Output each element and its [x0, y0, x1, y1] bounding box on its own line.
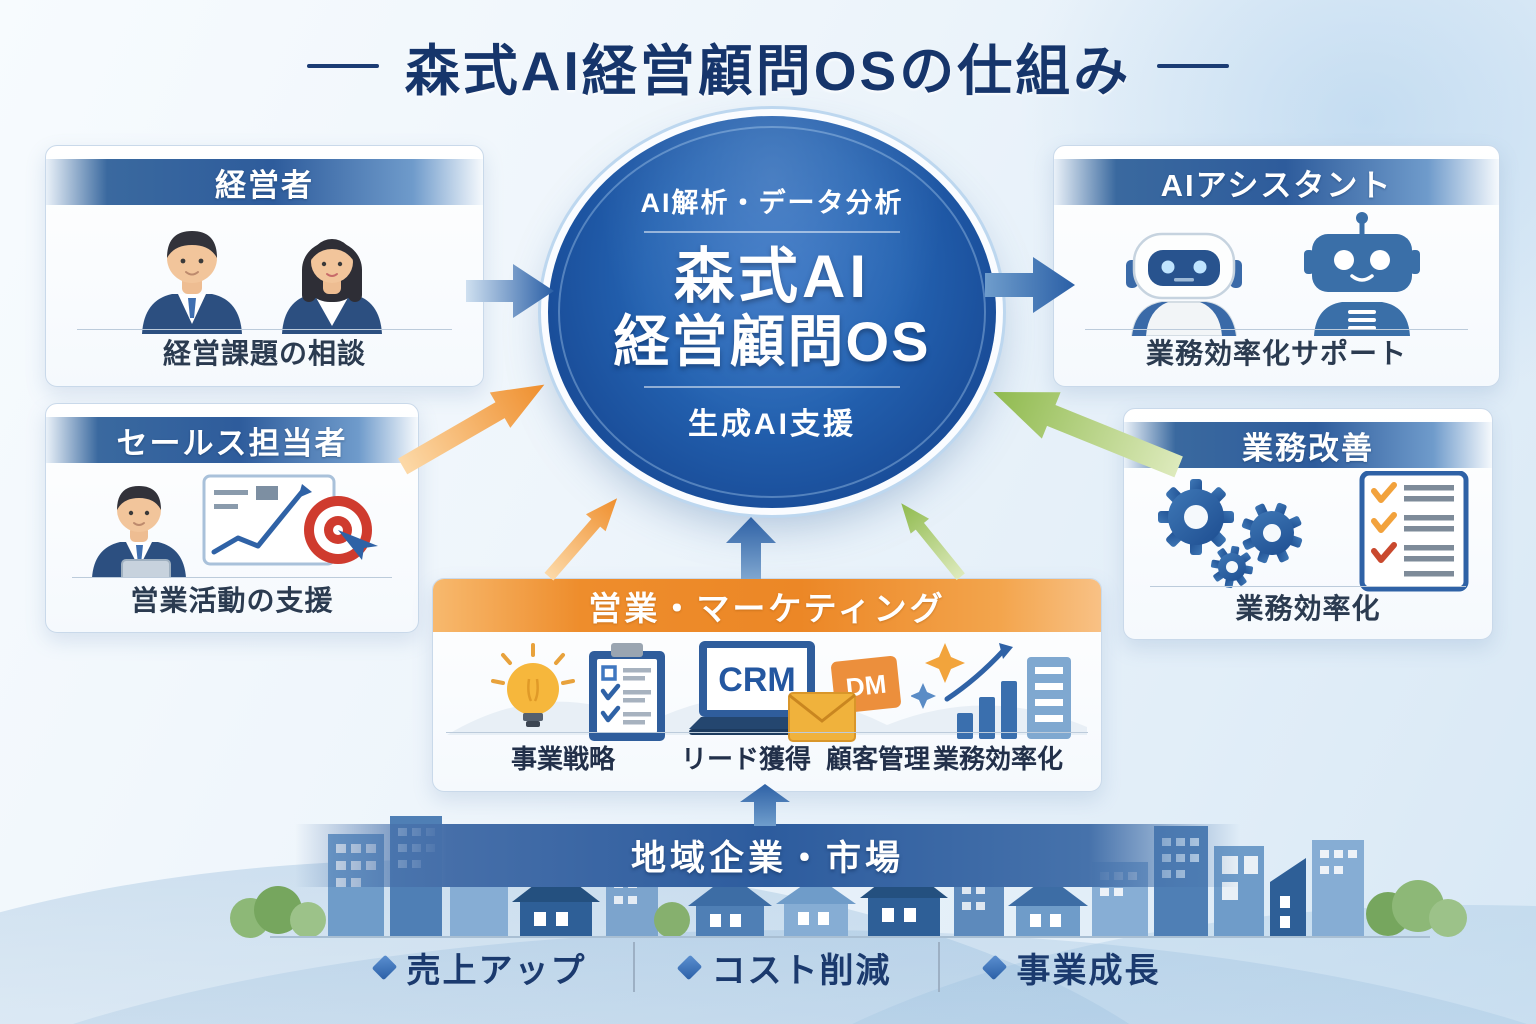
- slanted-building-icon: [1270, 858, 1306, 937]
- arrow-marketing-to-os-left: [544, 498, 618, 581]
- sales-card-caption: 営業活動の支援: [130, 585, 334, 616]
- benefit-sales-up: 売上アップ: [371, 943, 587, 992]
- house-icon: [776, 876, 856, 937]
- assistant-card-divider: [1085, 329, 1468, 330]
- sales-card-header: セールス担当者: [46, 417, 418, 463]
- marketing-label-efficiency: 業務効率化: [932, 744, 1064, 774]
- marketing-card-header: 営業・マーケティング: [433, 579, 1101, 632]
- title-dash-left: [306, 64, 379, 68]
- os-top-label: AI解析・データ分析: [640, 188, 904, 219]
- sales-card: セールス担当者: [45, 403, 419, 633]
- benefit-growth: 事業成長: [981, 943, 1161, 992]
- marketing-card-divider: [446, 732, 1088, 733]
- gears-checklist-icon: [1158, 471, 1469, 592]
- checklist-icon: [1359, 471, 1469, 592]
- arrow-os-to-assistant: [985, 257, 1075, 313]
- sales-activity-icon: [92, 474, 378, 578]
- robots-icon: [1126, 212, 1420, 336]
- tree-icon: [1366, 880, 1467, 937]
- marketing-label-strategy: 事業戦略: [510, 744, 616, 774]
- gears-icon: [1158, 479, 1303, 589]
- arrow-executive-to-os: [466, 264, 554, 318]
- executive-card-caption: 経営課題の相談: [162, 338, 366, 369]
- crm-label: CRM: [718, 661, 795, 699]
- man-avatar-icon: [142, 231, 242, 334]
- central-os-circle: AI解析・データ分析 森式AI 経営顧問OS 生成AI支援: [548, 116, 996, 508]
- woman-avatar-icon: [282, 239, 382, 334]
- benefit-label: 売上アップ: [406, 951, 587, 990]
- os-divider-top: [644, 231, 900, 234]
- arrow-improvement-to-os: [993, 392, 1183, 478]
- executive-card-header: 経営者: [46, 159, 483, 205]
- marketing-label-leads: リード獲得: [680, 744, 812, 774]
- diamond-icon: [371, 954, 397, 980]
- os-bottom-label: 生成AI支援: [688, 407, 856, 441]
- assistant-card: AIアシスタント: [1053, 145, 1500, 387]
- diamond-icon: [981, 954, 1007, 980]
- clipboard-checklist-icon: [589, 643, 665, 741]
- benefit-label: 事業成長: [1016, 951, 1161, 990]
- house-icon: [860, 864, 948, 937]
- arrow-marketing-to-os-right: [901, 503, 965, 581]
- title-row: 森式AI経営顧問OSの仕組み: [0, 26, 1536, 106]
- arrow-sales-to-os: [398, 384, 545, 475]
- assistant-card-caption: 業務効率化サポート: [1145, 338, 1407, 369]
- benefit-separator: [937, 942, 940, 992]
- improvement-card-divider: [1149, 586, 1467, 587]
- marketing-card: 営業・マーケティング: [432, 578, 1102, 792]
- sales-card-divider: [72, 577, 392, 578]
- diamond-icon: [676, 954, 702, 980]
- growth-chart-icon: [911, 643, 1071, 739]
- arrow-market-to-marketing: [740, 784, 790, 826]
- executive-card: 経営者: [45, 145, 484, 387]
- improvement-card-caption: 業務効率化: [1235, 593, 1381, 624]
- os-divider-bottom: [644, 385, 900, 388]
- benefit-cost-down: コスト削減: [676, 943, 892, 992]
- os-name-line2: 経営顧問OS: [613, 310, 931, 374]
- improvement-card: 業務改善: [1123, 408, 1493, 640]
- robot-white-icon: [1126, 232, 1242, 336]
- salesman-icon: [92, 486, 186, 578]
- business-people-icon: [142, 231, 382, 334]
- house-icon: [688, 874, 772, 937]
- lightbulb-icon: [491, 643, 575, 727]
- improvement-card-header: 業務改善: [1124, 422, 1492, 468]
- crm-dm-icon: CRM DM: [689, 641, 901, 742]
- envelope-icon: [788, 692, 856, 742]
- arrow-marketing-to-os-center: [726, 517, 776, 579]
- robot-blue-icon: [1304, 212, 1420, 336]
- title-dash-right: [1157, 64, 1230, 68]
- page-title: 森式AI経営顧問OSの仕組み: [404, 40, 1132, 102]
- tree-icon: [230, 886, 326, 938]
- chart-target-icon: [202, 474, 378, 566]
- assistant-card-header: AIアシスタント: [1054, 159, 1499, 205]
- executive-card-divider: [76, 329, 453, 330]
- marketing-label-customers: 顧客管理: [825, 744, 931, 774]
- house-icon: [1008, 876, 1088, 937]
- os-name-line1: 森式AI: [674, 243, 870, 311]
- benefits-row: 売上アップ コスト削減 事業成長: [0, 942, 1536, 992]
- benefit-separator: [632, 942, 635, 992]
- market-band: 地域企業・市場: [295, 824, 1240, 887]
- crm-laptop-icon: CRM: [689, 641, 825, 735]
- benefit-label: コスト削減: [711, 951, 892, 990]
